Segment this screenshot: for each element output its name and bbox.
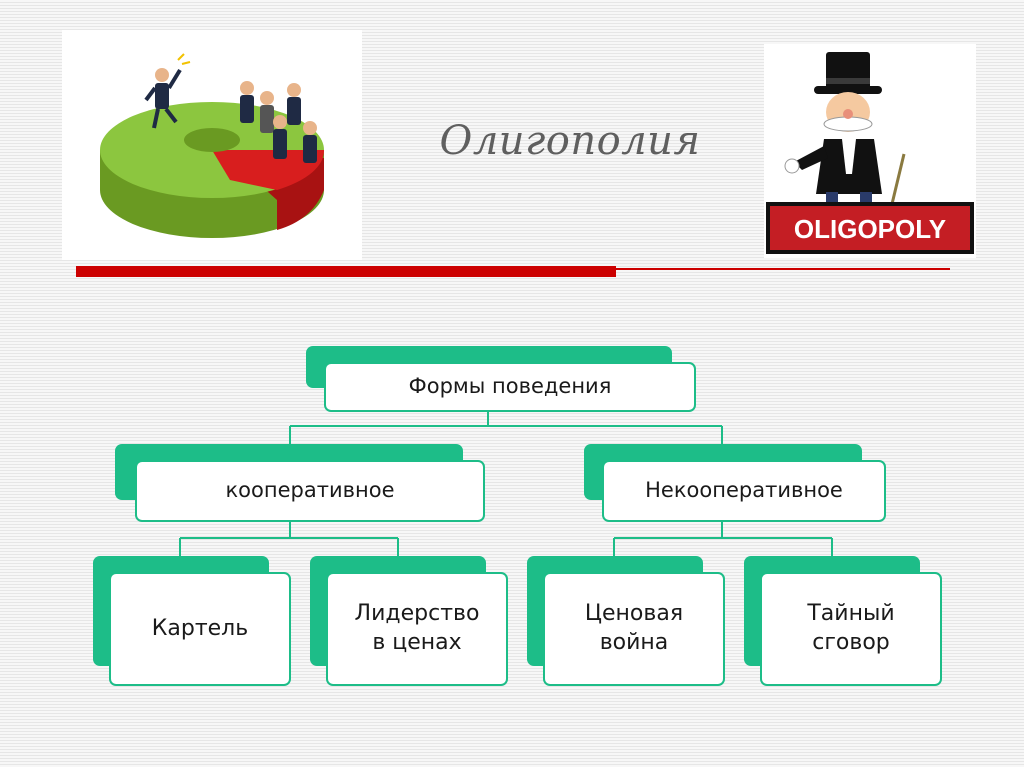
oligopoly-logo-text: OLIGOPOLY	[794, 214, 946, 244]
node-cartel: Картель	[93, 556, 291, 686]
node-root: Формы поведения	[306, 346, 696, 412]
node-price-war: Ценовая война	[527, 556, 725, 686]
node-noncooperative: Некооперативное	[584, 444, 886, 522]
node-price-war-label: Ценовая война	[584, 601, 684, 655]
node-cooperative-label: кооперативное	[225, 478, 395, 503]
node-collusion: Тайный сговор	[744, 556, 942, 686]
node-root-label: Формы поведения	[408, 374, 612, 399]
node-noncooperative-label: Некооперативное	[645, 478, 843, 503]
node-price-leadership-label: Лидерство в ценах	[354, 601, 480, 655]
node-cooperative: кооперативное	[115, 444, 485, 522]
node-collusion-label: Тайный сговор	[807, 601, 895, 655]
monopoly-man-icon: OLIGOPOLY	[766, 52, 974, 254]
oligopoly-illustration: OLIGOPOLY	[764, 44, 976, 258]
pie-chart-illustration	[62, 30, 362, 260]
slide-title: Олигополия	[439, 118, 701, 164]
node-cartel-label: Картель	[151, 615, 249, 641]
node-price-leadership: Лидерство в ценах	[310, 556, 508, 686]
title-divider-thick	[76, 266, 616, 277]
title-divider-thin	[616, 268, 950, 270]
businessmen-group-icon	[240, 81, 317, 163]
pie-chart-businessmen-icon	[100, 53, 325, 238]
jumping-businessman-icon	[144, 53, 191, 129]
